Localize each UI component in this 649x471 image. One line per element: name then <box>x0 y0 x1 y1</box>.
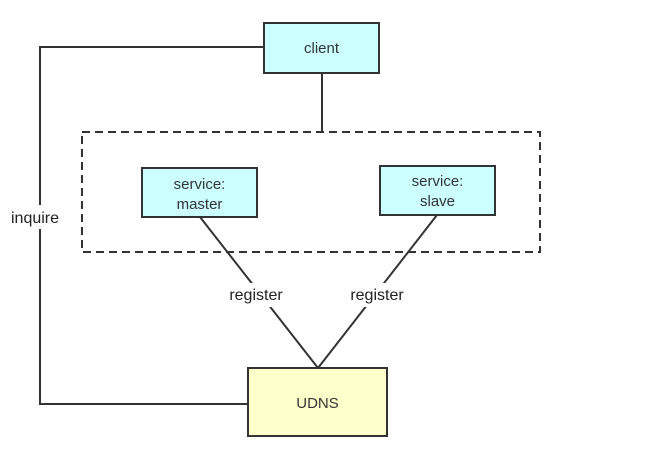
service-master-line2: master <box>177 196 223 213</box>
udns-node <box>247 367 388 437</box>
client-node-label: client <box>304 40 340 57</box>
register-master-label-bg <box>222 283 290 307</box>
inquire-label-bg <box>4 205 66 229</box>
register-slave-label-bg <box>343 283 411 307</box>
inquire-label: inquire <box>11 210 59 227</box>
udns-node-label: UDNS <box>296 395 339 412</box>
service-group <box>81 131 541 253</box>
register-slave-label: register <box>350 287 404 304</box>
register-master-label: register <box>229 287 283 304</box>
service-master-node <box>141 167 258 218</box>
service-slave-line1: service: <box>412 173 464 190</box>
service-master-line1: service: <box>174 176 226 193</box>
service-slave-line2: slave <box>420 193 455 210</box>
client-node <box>263 22 380 74</box>
service-slave-node <box>379 165 496 216</box>
inquire-connector <box>39 46 264 405</box>
